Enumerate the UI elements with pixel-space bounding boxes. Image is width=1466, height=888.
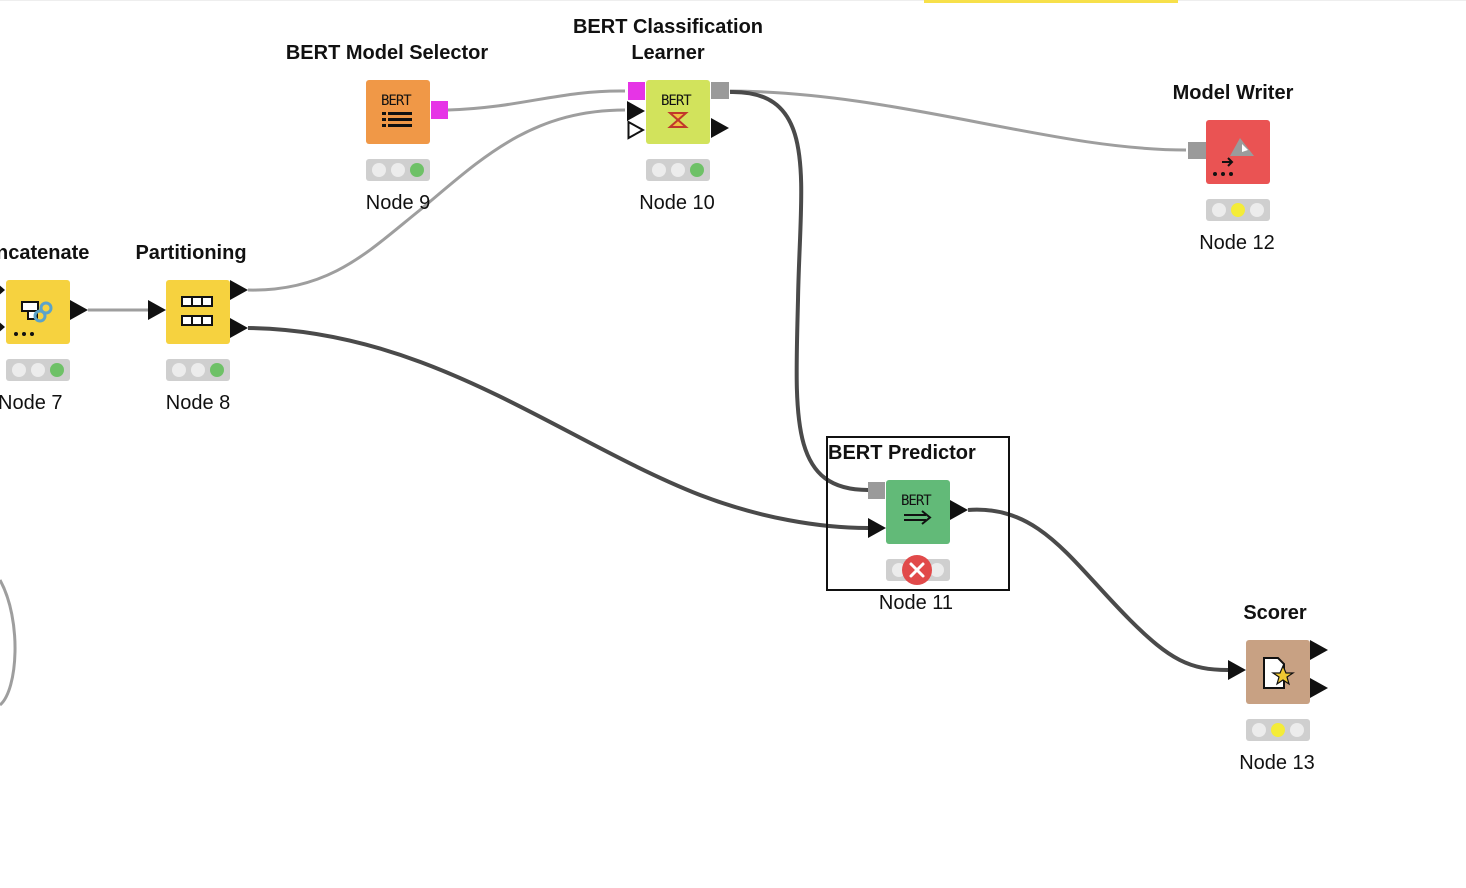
node11-selection-frame	[826, 436, 1010, 591]
node13-title: Scorer	[1243, 602, 1307, 624]
node7-label[interactable]: Node 7	[0, 392, 63, 414]
node12-model-writer-box[interactable]	[1206, 120, 1270, 184]
highlight-bar	[924, 0, 1178, 3]
node7-output-port[interactable]	[70, 300, 88, 320]
node11-label[interactable]: Node 11	[878, 592, 954, 614]
connection-node11-node13[interactable]	[967, 507, 1229, 672]
node8-output-port-1[interactable]	[230, 280, 248, 300]
node11-bert-predictor-box[interactable]: BERT	[886, 480, 950, 544]
connection-node10-node12[interactable]	[729, 89, 1187, 152]
node12-title: Model Writer	[1172, 82, 1294, 104]
concatenate-icon	[14, 301, 53, 336]
error-icon	[902, 555, 932, 585]
node9-label[interactable]: Node 9	[365, 192, 431, 214]
node13-input-port[interactable]	[1228, 660, 1246, 680]
node10-output-port-model[interactable]	[711, 82, 729, 99]
node10-input-port-bert[interactable]	[628, 82, 645, 100]
node10-input-port-data[interactable]	[627, 101, 645, 121]
node10-status-lights	[646, 159, 710, 181]
connection-node8-node10[interactable]	[247, 108, 626, 292]
node8-partitioning-box[interactable]	[166, 280, 230, 344]
node11-input-port-model[interactable]	[868, 482, 885, 499]
node7-status-lights	[6, 359, 70, 381]
node9-title: BERT Model Selector	[285, 42, 489, 64]
node8-label[interactable]: Node 8	[165, 392, 231, 414]
node10-bert-classification-learner-box[interactable]: BERT	[646, 80, 710, 144]
arrow-right-icon	[904, 510, 932, 525]
connection-node9-node10[interactable]	[447, 89, 626, 112]
node12-label[interactable]: Node 12	[1199, 232, 1275, 254]
node8-title: Partitioning	[135, 242, 247, 264]
node7-input-port-1[interactable]	[0, 283, 11, 297]
connection-node10-node11[interactable]	[729, 89, 869, 492]
node13-scorer-box[interactable]	[1246, 640, 1310, 704]
node9-bert-model-selector-box[interactable]: BERT	[366, 80, 430, 144]
node7-input-port-2[interactable]	[0, 320, 11, 334]
model-writer-icon	[1213, 138, 1254, 176]
node9-status-lights	[366, 159, 430, 181]
node8-output-port-2[interactable]	[230, 318, 248, 338]
partitioning-icon	[181, 296, 213, 326]
node12-status-lights	[1206, 199, 1270, 221]
node13-output-port-2[interactable]	[1310, 678, 1328, 698]
node13-status-lights	[1246, 719, 1310, 741]
node9-output-port[interactable]	[431, 101, 448, 119]
node10-output-port-data[interactable]	[711, 118, 729, 138]
scorer-icon	[1263, 657, 1295, 689]
node10-input-port-optional[interactable]	[627, 120, 645, 140]
node11-title: BERT Predictor	[828, 442, 976, 464]
list-icon	[382, 112, 412, 127]
node10-label[interactable]: Node 10	[639, 192, 715, 214]
canvas-top-border	[0, 0, 1466, 1]
node11-input-port-data[interactable]	[868, 518, 886, 538]
node10-title: BERT Classification Learner	[548, 14, 788, 66]
node12-input-port-model[interactable]	[1188, 142, 1206, 159]
node10-title-line1: BERT Classification	[572, 16, 764, 38]
node11-output-port[interactable]	[950, 500, 968, 520]
connection-offscreen-left[interactable]	[0, 579, 17, 707]
hourglass-icon	[667, 112, 689, 128]
node7-title: ncatenate	[0, 242, 90, 264]
connection-node8-node11[interactable]	[247, 326, 869, 530]
bert-text-icon: BERT	[661, 93, 692, 109]
bert-text-icon: BERT	[901, 493, 932, 509]
node10-title-line2: Learner	[631, 42, 705, 64]
bert-text-icon: BERT	[381, 93, 412, 109]
node7-concatenate-box[interactable]	[6, 280, 70, 344]
node13-label[interactable]: Node 13	[1239, 752, 1315, 774]
node8-input-port[interactable]	[148, 300, 166, 320]
node13-output-port-1[interactable]	[1310, 640, 1328, 660]
node8-status-lights	[166, 359, 230, 381]
